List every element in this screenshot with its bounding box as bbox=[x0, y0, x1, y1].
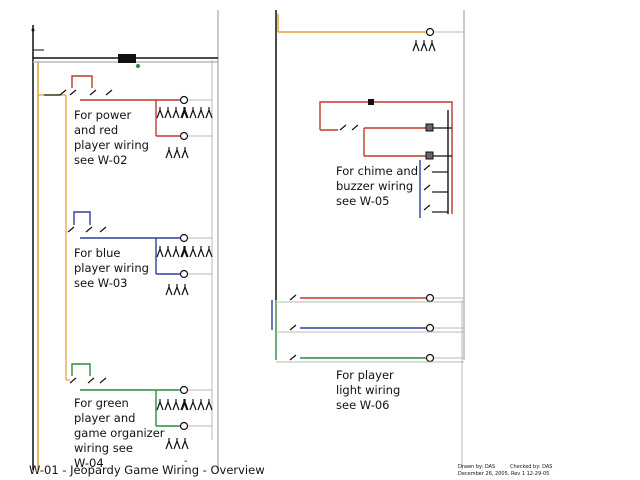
right-panel bbox=[271, 10, 465, 470]
date-revision: December 26, 2005, Rev 1 12-29-05 bbox=[458, 471, 550, 477]
green-section bbox=[69, 363, 213, 450]
note-green: For green player and game organizer wiri… bbox=[74, 396, 165, 470]
player-light-rows bbox=[271, 293, 464, 363]
left-panel bbox=[31, 10, 219, 470]
dash-mark: - bbox=[184, 456, 188, 467]
drawn-by: Drawn by: DAS bbox=[458, 464, 496, 470]
checked-by: Checked by: DAS bbox=[510, 464, 553, 470]
chime-buzzer-block bbox=[319, 99, 453, 218]
note-chime-buzzer: For chime and buzzer wiring see W-05 bbox=[336, 164, 418, 208]
note-blue: For blue player wiring see W-03 bbox=[74, 246, 149, 290]
blue-section bbox=[67, 211, 213, 296]
diagram-title: W-01 - Jeopardy Game Wiring - Overview bbox=[29, 463, 265, 477]
note-power-red: For power and red player wiring see W-02 bbox=[74, 108, 149, 167]
note-player-light: For player light wiring see W-06 bbox=[336, 368, 401, 412]
red-section bbox=[44, 75, 213, 159]
